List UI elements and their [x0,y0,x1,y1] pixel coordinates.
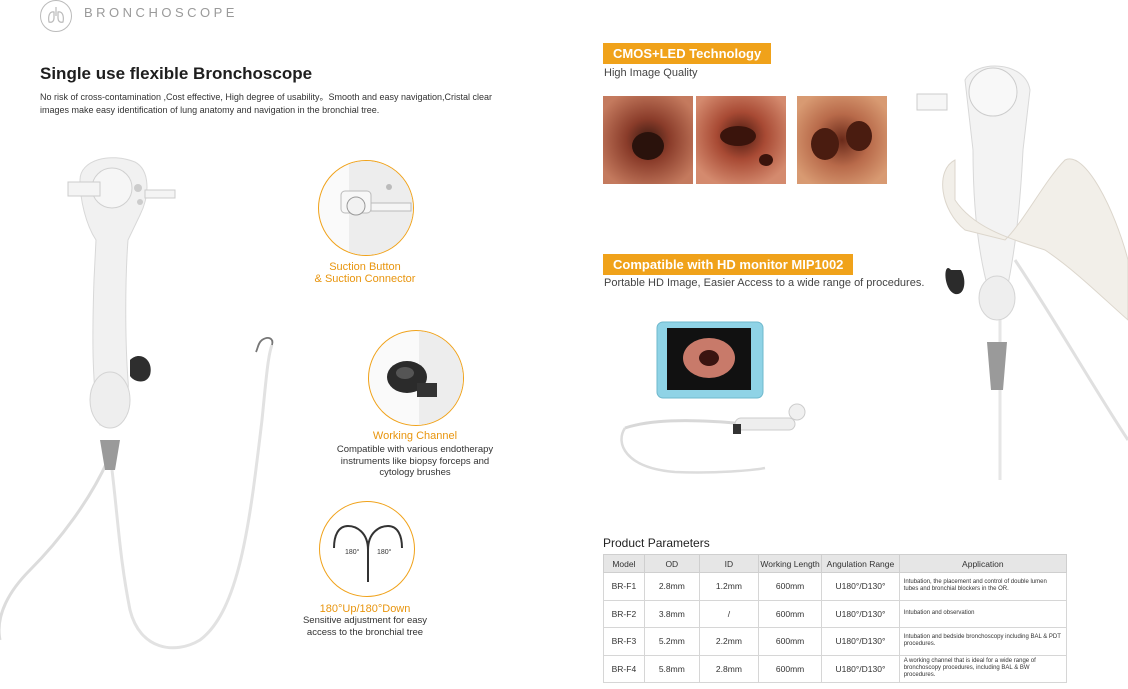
cell-id: / [698,599,759,628]
page-title: Single use flexible Bronchoscope [40,64,313,83]
hand-holding-bronchoscope [916,65,1128,480]
monitor-subtitle: Portable HD Image, Easier Access to a wi… [604,277,925,289]
hd-monitor-illustration [620,321,806,474]
working-channel-detail-image [368,330,464,426]
cell-angulation: U180°/D130° [821,654,900,683]
feature-working-channel-title: Working Channel [372,430,458,442]
cell-od: 5.2mm [643,627,700,656]
col-header-model: Model [603,554,645,573]
endoscopic-image-3 [797,96,887,184]
angulation-diagram: 180° 180° [319,501,415,597]
cell-id: 2.2mm [698,627,759,656]
cell-od: 2.8mm [643,572,700,601]
cell-working-length: 600mm [757,572,823,601]
monitor-tag: Compatible with HD monitor MIP1002 [603,254,854,275]
feature-suction-title-line1: Suction Button [329,261,401,273]
table-header-row: Model OD ID Working Length Angulation Ra… [603,554,1068,573]
feature-working-channel-description: Compatible with various endotherapy inst… [336,444,494,478]
endoscopic-image-1 [603,96,693,184]
cell-angulation: U180°/D130° [821,627,900,656]
col-header-working-length: Working Length [757,554,823,573]
suction-button-detail-image [318,160,414,256]
cmos-led-tag: CMOS+LED Technology [603,43,772,64]
cell-application: A working channel that is ideal for a wi… [898,654,1068,683]
cell-working-length: 600mm [757,627,823,656]
cell-application: Intubation and observation [898,599,1068,628]
table-row: BR-F4 5.8mm 2.8mm 600mm U180°/D130° A wo… [603,654,1068,683]
endoscopic-image-2 [696,96,786,184]
cell-id: 1.2mm [698,572,759,601]
feature-suction-title-line2: & Suction Connector [314,273,416,285]
brand-name: BRONCHOSCOPE [84,5,238,20]
angle-left-label: 180° [345,549,360,556]
cell-model: BR-F2 [603,599,645,628]
intro-description: No risk of cross-contamination ,Cost eff… [40,92,493,115]
cell-application: Intubation, the placement and control of… [898,572,1068,601]
col-header-application: Application [898,554,1068,573]
logo [40,0,72,32]
cell-od: 3.8mm [643,599,700,628]
cell-angulation: U180°/D130° [821,599,900,628]
product-parameters-table: Model OD ID Working Length Angulation Ra… [603,554,1068,683]
cell-model: BR-F4 [603,654,645,683]
col-header-od: OD [643,554,700,573]
cell-model: BR-F1 [603,572,645,601]
cmos-led-subtitle: High Image Quality [604,67,698,79]
cell-working-length: 600mm [757,654,823,683]
cell-working-length: 600mm [757,599,823,628]
lungs-icon [48,7,64,23]
cell-model: BR-F3 [603,627,645,656]
col-header-id: ID [698,554,759,573]
product-parameters-title: Product Parameters [603,536,710,550]
cell-application: Intubation and bedside bronchoscopy incl… [898,627,1068,656]
col-header-angulation-range: Angulation Range [821,554,900,573]
cell-id: 2.8mm [698,654,759,683]
feature-angulation-description: Sensitive adjustment for easy access to … [302,615,428,638]
table-row: BR-F1 2.8mm 1.2mm 600mm U180°/D130° Intu… [603,572,1068,601]
cell-od: 5.8mm [643,654,700,683]
cell-angulation: U180°/D130° [821,572,900,601]
table-row: BR-F3 5.2mm 2.2mm 600mm U180°/D130° Intu… [603,627,1068,656]
feature-angulation-title: 180°Up/180°Down [319,603,411,615]
bronchoscope-illustration [0,157,274,650]
table-row: BR-F2 3.8mm / 600mm U180°/D130° Intubati… [603,599,1068,628]
angle-right-label: 180° [377,549,392,556]
feature-suction-title: Suction Button & Suction Connector [300,261,430,285]
